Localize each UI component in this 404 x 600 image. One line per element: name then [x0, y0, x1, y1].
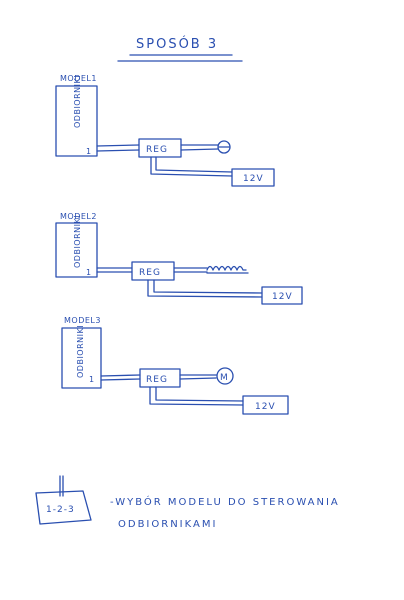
- model-1-receiver-label: ODBIORNIKI: [73, 75, 82, 128]
- selector-pointer: [59, 475, 64, 497]
- title-group: SPOSÓB 3: [117, 36, 243, 62]
- selector-box: [35, 490, 92, 525]
- motor-symbol: M: [220, 373, 229, 383]
- model-1-name: MODEL1: [60, 74, 97, 83]
- model-1-output-number: 1: [86, 147, 92, 156]
- model-2-receiver-label: ODBIORNIKI: [73, 215, 82, 268]
- motor-icon: M: [216, 367, 234, 385]
- heater-coil-icon: [206, 265, 249, 274]
- selector-label: 1-2-3: [46, 505, 75, 515]
- model-1-wire-to-load: [180, 144, 219, 151]
- model-2-wire-to-supply: [147, 279, 263, 298]
- model-3-diagram: MODEL3 ODBIORNIKI 1 REG M 12V: [61, 316, 289, 415]
- model-1-supply-box: [231, 168, 275, 187]
- model-2-supply-label: 12V: [272, 292, 293, 302]
- model-3-name: MODEL3: [64, 316, 101, 325]
- model-2-wire-to-reg: [96, 267, 133, 273]
- model-2-regulator-box: [131, 261, 175, 281]
- model-2-diagram: MODEL2 ODBIORNIKI 1 REG 12V: [55, 212, 303, 305]
- lamp-icon: [217, 140, 231, 154]
- model-2-receiver-box: [55, 222, 98, 278]
- model-2-regulator-label: REG: [139, 268, 161, 278]
- selector-description-line2: ODBIORNIKAMI: [118, 519, 217, 530]
- model-1-receiver-box: [55, 85, 98, 157]
- model-1-regulator-box: [138, 138, 182, 158]
- model-3-regulator-box: [139, 368, 181, 388]
- page-title: SPOSÓB 3: [136, 36, 218, 52]
- model-1-regulator-label: REG: [146, 145, 168, 155]
- model-1-diagram: MODEL1 ODBIORNIKI 1 REG 12V: [55, 74, 275, 187]
- model-3-receiver-box: [61, 327, 102, 389]
- model-2-name: MODEL2: [60, 212, 97, 221]
- model-3-supply-label: 12V: [255, 402, 276, 412]
- model-1-wire-to-reg: [96, 144, 140, 152]
- model-2-supply-box: [261, 286, 303, 305]
- model-3-supply-box: [242, 395, 289, 415]
- model-3-wire-to-supply: [149, 386, 244, 406]
- model-3-wire-to-reg: [100, 374, 141, 381]
- selector-description-line1: -WYBÓR MODELU DO STEROWANIA: [110, 495, 340, 508]
- model-2-output-number: 1: [86, 268, 92, 277]
- model-3-wire-to-load: [179, 374, 217, 380]
- selector-group: 1-2-3 -WYBÓR MODELU DO STEROWANIA ODBIOR…: [35, 475, 340, 530]
- model-3-regulator-label: REG: [146, 375, 168, 385]
- model-1-supply-label: 12V: [243, 174, 264, 184]
- model-2-wire-to-load: [173, 267, 208, 273]
- model-1-wire-to-supply: [150, 156, 233, 177]
- model-3-receiver-label: ODBIORNIKI: [76, 325, 85, 378]
- model-3-output-number: 1: [89, 375, 95, 384]
